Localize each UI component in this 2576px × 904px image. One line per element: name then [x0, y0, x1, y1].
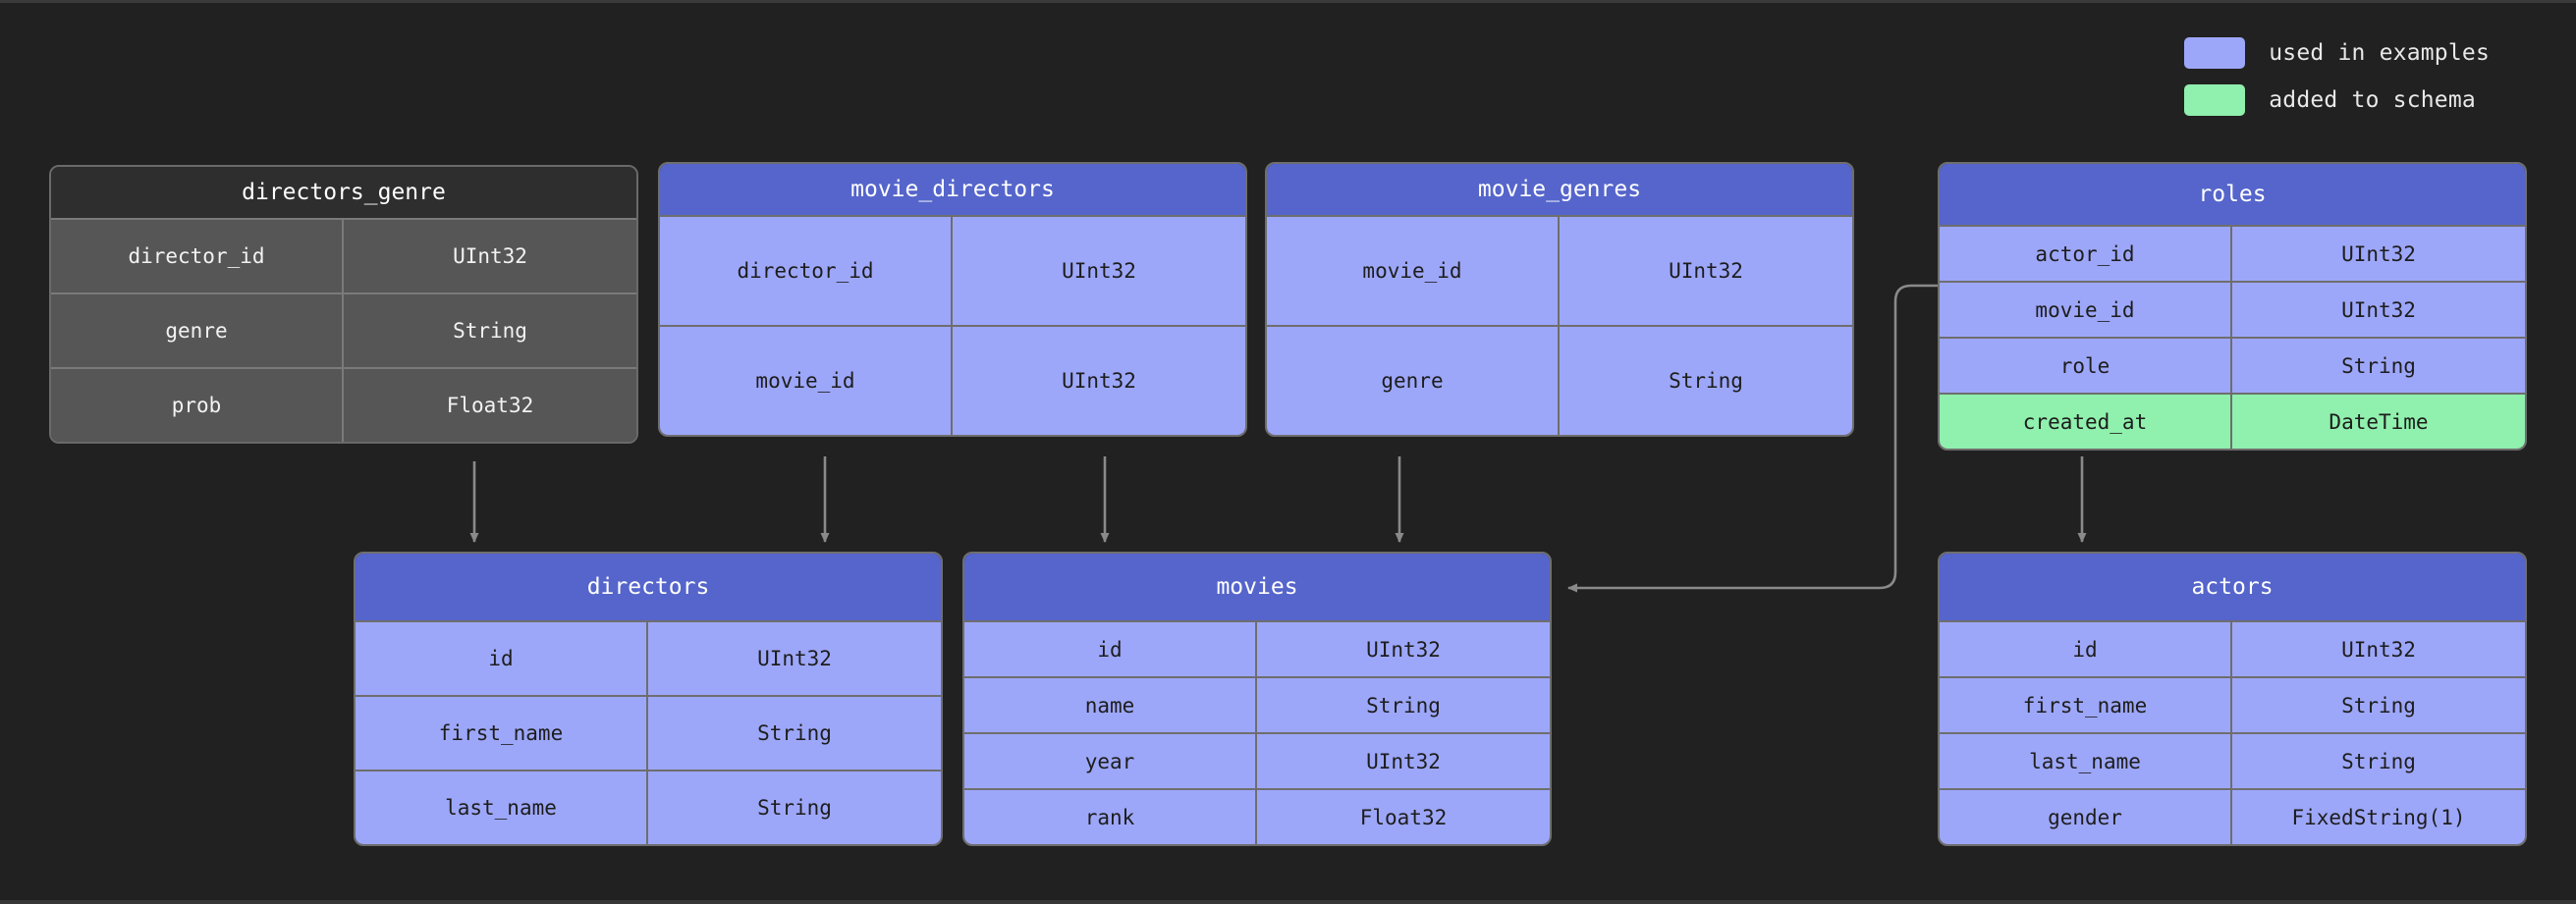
- table-row[interactable]: year UInt32: [964, 732, 1550, 788]
- column-name: gender: [1940, 790, 2232, 844]
- table-row-added[interactable]: created_at DateTime: [1940, 393, 2525, 449]
- table-movie_directors[interactable]: movie_directors director_id UInt32 movie…: [658, 162, 1247, 437]
- column-type: UInt32: [1257, 622, 1550, 676]
- table-title: movie_directors: [660, 164, 1245, 215]
- column-name: genre: [51, 294, 344, 367]
- legend: used in examples added to schema: [2184, 37, 2490, 116]
- column-name: first_name: [356, 697, 648, 770]
- table-row[interactable]: genre String: [1267, 325, 1852, 435]
- column-name: year: [964, 734, 1257, 788]
- column-type: UInt32: [344, 220, 636, 292]
- table-row[interactable]: id UInt32: [356, 620, 941, 695]
- table-row[interactable]: director_id UInt32: [51, 218, 636, 292]
- column-type: UInt32: [953, 327, 1245, 435]
- table-movie_genres[interactable]: movie_genres movie_id UInt32 genre Strin…: [1265, 162, 1854, 437]
- column-name: rank: [964, 790, 1257, 844]
- column-type: UInt32: [648, 622, 941, 695]
- table-row[interactable]: role String: [1940, 337, 2525, 393]
- column-type: UInt32: [2232, 283, 2525, 337]
- table-row[interactable]: genre String: [51, 292, 636, 367]
- column-name: created_at: [1940, 395, 2232, 449]
- table-title: roles: [1940, 164, 2525, 225]
- column-name: id: [356, 622, 648, 695]
- table-row[interactable]: last_name String: [356, 770, 941, 844]
- column-type: String: [344, 294, 636, 367]
- column-type: String: [1257, 678, 1550, 732]
- table-title: directors: [356, 554, 941, 620]
- table-movies[interactable]: movies id UInt32 name String year UInt32…: [962, 552, 1552, 846]
- column-name: prob: [51, 369, 344, 442]
- column-name: last_name: [1940, 734, 2232, 788]
- table-columns: id UInt32 name String year UInt32 rank F…: [964, 620, 1550, 844]
- column-type: String: [2232, 734, 2525, 788]
- column-type: String: [648, 771, 941, 844]
- table-columns: director_id UInt32 movie_id UInt32: [660, 215, 1245, 435]
- column-name: first_name: [1940, 678, 2232, 732]
- legend-item-label: added to schema: [2269, 87, 2476, 113]
- column-type: UInt32: [1257, 734, 1550, 788]
- column-type: Float32: [344, 369, 636, 442]
- column-type: String: [2232, 678, 2525, 732]
- column-type: Float32: [1257, 790, 1550, 844]
- table-actors[interactable]: actors id UInt32 first_name String last_…: [1938, 552, 2527, 846]
- column-name: last_name: [356, 771, 648, 844]
- table-row[interactable]: actor_id UInt32: [1940, 225, 2525, 281]
- table-row[interactable]: prob Float32: [51, 367, 636, 442]
- table-directors[interactable]: directors id UInt32 first_name String la…: [354, 552, 943, 846]
- column-type: String: [1560, 327, 1852, 435]
- column-name: movie_id: [1940, 283, 2232, 337]
- table-row[interactable]: director_id UInt32: [660, 215, 1245, 325]
- table-row[interactable]: movie_id UInt32: [1940, 281, 2525, 337]
- column-name: name: [964, 678, 1257, 732]
- table-roles[interactable]: roles actor_id UInt32 movie_id UInt32 ro…: [1938, 162, 2527, 451]
- column-name: director_id: [660, 217, 953, 325]
- column-name: movie_id: [660, 327, 953, 435]
- column-name: genre: [1267, 327, 1560, 435]
- legend-swatch-icon: [2184, 37, 2246, 69]
- table-row[interactable]: name String: [964, 676, 1550, 732]
- table-columns: id UInt32 first_name String last_name St…: [1940, 620, 2525, 844]
- column-type: FixedString(1): [2232, 790, 2525, 844]
- column-type: String: [2232, 339, 2525, 393]
- table-columns: director_id UInt32 genre String prob Flo…: [51, 218, 636, 442]
- table-directors_genre[interactable]: directors_genre director_id UInt32 genre…: [49, 165, 638, 444]
- column-name: movie_id: [1267, 217, 1560, 325]
- table-columns: id UInt32 first_name String last_name St…: [356, 620, 941, 844]
- table-title: movie_genres: [1267, 164, 1852, 215]
- column-name: id: [1940, 622, 2232, 676]
- table-row[interactable]: last_name String: [1940, 732, 2525, 788]
- legend-item-used-in-examples: used in examples: [2184, 37, 2490, 69]
- column-name: actor_id: [1940, 227, 2232, 281]
- table-columns: movie_id UInt32 genre String: [1267, 215, 1852, 435]
- legend-item-label: used in examples: [2269, 40, 2490, 66]
- table-row[interactable]: movie_id UInt32: [1267, 215, 1852, 325]
- column-name: id: [964, 622, 1257, 676]
- table-title: movies: [964, 554, 1550, 620]
- table-row[interactable]: movie_id UInt32: [660, 325, 1245, 435]
- column-type: DateTime: [2232, 395, 2525, 449]
- table-row[interactable]: id UInt32: [964, 620, 1550, 676]
- table-row[interactable]: first_name String: [1940, 676, 2525, 732]
- table-row[interactable]: gender FixedString(1): [1940, 788, 2525, 844]
- column-name: director_id: [51, 220, 344, 292]
- table-columns: actor_id UInt32 movie_id UInt32 role Str…: [1940, 225, 2525, 449]
- legend-swatch-icon: [2184, 84, 2246, 116]
- column-type: UInt32: [2232, 227, 2525, 281]
- table-title: actors: [1940, 554, 2525, 620]
- legend-item-added-to-schema: added to schema: [2184, 84, 2490, 116]
- table-row[interactable]: rank Float32: [964, 788, 1550, 844]
- column-type: String: [648, 697, 941, 770]
- column-type: UInt32: [2232, 622, 2525, 676]
- table-row[interactable]: first_name String: [356, 695, 941, 770]
- column-type: UInt32: [1560, 217, 1852, 325]
- table-title: directors_genre: [51, 167, 636, 218]
- column-name: role: [1940, 339, 2232, 393]
- column-type: UInt32: [953, 217, 1245, 325]
- table-row[interactable]: id UInt32: [1940, 620, 2525, 676]
